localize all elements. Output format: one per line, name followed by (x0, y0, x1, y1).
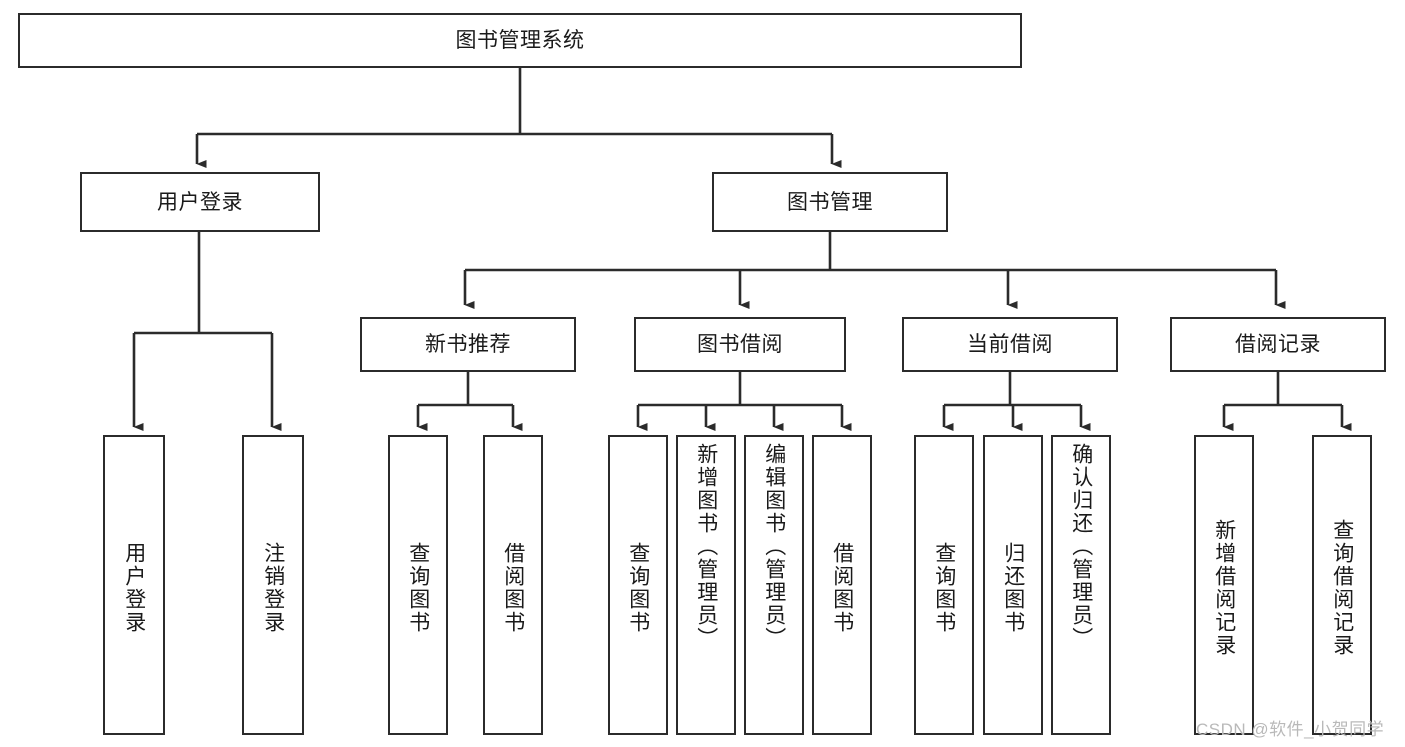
node-current-borrow[interactable]: 当前借阅 (902, 317, 1118, 372)
node-leaf-add-book-admin[interactable]: 新增图书（管理员） (676, 435, 736, 735)
node-borrow-record[interactable]: 借阅记录 (1170, 317, 1386, 372)
node-leaf-query-record[interactable]: 查询借阅记录 (1312, 435, 1372, 735)
node-leaf-user-login-label: 用户登录 (122, 542, 146, 634)
node-leaf-confirm-return-admin[interactable]: 确认归还（管理员） (1051, 435, 1111, 735)
node-root-label: 图书管理系统 (455, 29, 585, 52)
node-leaf-logout[interactable]: 注销登录 (242, 435, 304, 735)
node-leaf-edit-book-admin-label: 编辑图书（管理员） (762, 443, 786, 650)
node-book-manage[interactable]: 图书管理 (712, 172, 948, 232)
node-leaf-confirm-return-admin-label: 确认归还（管理员） (1069, 443, 1093, 650)
node-book-borrow-label: 图书借阅 (697, 333, 783, 356)
node-leaf-add-book-admin-label: 新增图书（管理员） (694, 443, 718, 650)
node-book-manage-label: 图书管理 (787, 190, 873, 214)
node-book-borrow[interactable]: 图书借阅 (634, 317, 846, 372)
node-leaf-return-book-label: 归还图书 (1001, 542, 1025, 634)
node-new-book-rec-label: 新书推荐 (425, 333, 511, 356)
node-leaf-borrow-book-1[interactable]: 借阅图书 (483, 435, 543, 735)
node-leaf-query-book-3[interactable]: 查询图书 (914, 435, 974, 735)
node-leaf-borrow-book-1-label: 借阅图书 (501, 542, 525, 634)
node-leaf-edit-book-admin[interactable]: 编辑图书（管理员） (744, 435, 804, 735)
node-leaf-query-book-2[interactable]: 查询图书 (608, 435, 668, 735)
node-user-login[interactable]: 用户登录 (80, 172, 320, 232)
node-new-book-rec[interactable]: 新书推荐 (360, 317, 576, 372)
node-leaf-user-login[interactable]: 用户登录 (103, 435, 165, 735)
node-leaf-query-book-1-label: 查询图书 (406, 542, 430, 634)
node-user-login-label: 用户登录 (157, 190, 243, 214)
node-leaf-query-book-3-label: 查询图书 (932, 542, 956, 634)
node-leaf-add-record[interactable]: 新增借阅记录 (1194, 435, 1254, 735)
node-leaf-borrow-book-2[interactable]: 借阅图书 (812, 435, 872, 735)
node-leaf-borrow-book-2-label: 借阅图书 (830, 542, 854, 634)
csdn-watermark: CSDN @软件_小贺同学 (1196, 720, 1385, 739)
node-borrow-record-label: 借阅记录 (1235, 333, 1321, 356)
node-leaf-query-book-1[interactable]: 查询图书 (388, 435, 448, 735)
node-leaf-add-record-label: 新增借阅记录 (1212, 519, 1236, 657)
node-leaf-query-book-2-label: 查询图书 (626, 542, 650, 634)
node-leaf-return-book[interactable]: 归还图书 (983, 435, 1043, 735)
node-root[interactable]: 图书管理系统 (18, 13, 1022, 68)
node-current-borrow-label: 当前借阅 (967, 333, 1053, 356)
node-leaf-query-record-label: 查询借阅记录 (1330, 519, 1354, 657)
node-leaf-logout-label: 注销登录 (261, 542, 285, 634)
